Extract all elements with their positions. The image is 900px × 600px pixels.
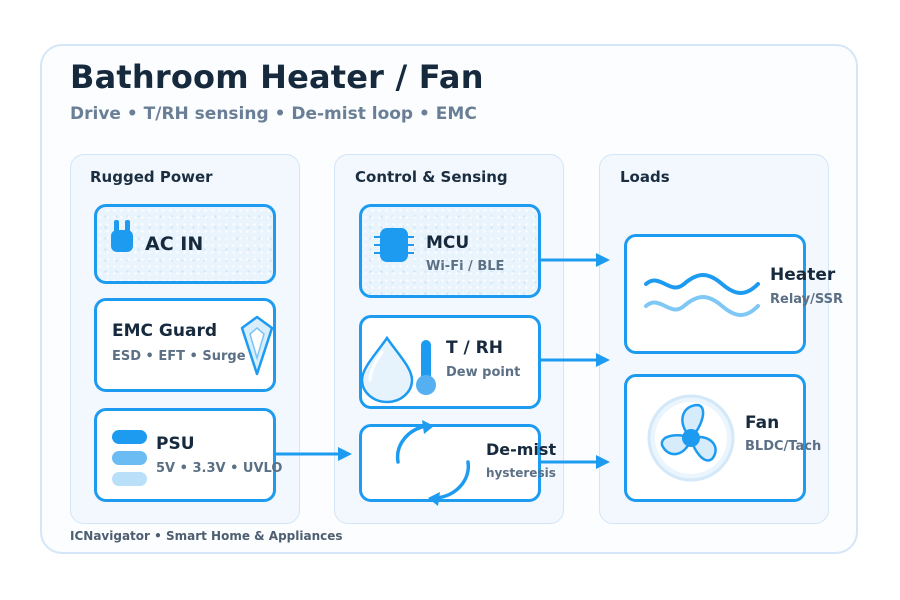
de-mist-label: De-mist (486, 440, 557, 459)
emc-guard-sub: ESD • EFT • Surge (112, 349, 246, 364)
heater-label: Heater (770, 265, 836, 285)
footer-credit: ICNavigator • Smart Home & Appliances (70, 529, 343, 543)
mcu-sub: Wi-Fi / BLE (426, 259, 505, 274)
fan-icon (647, 394, 735, 482)
power-rails-icon (112, 430, 147, 486)
droplet-thermometer-icon (360, 335, 436, 404)
de-mist-sub: hysteresis (486, 466, 556, 480)
shield-diamond-icon (240, 315, 274, 376)
chip-icon (374, 228, 414, 262)
block-ac-in[interactable] (94, 204, 276, 284)
t-rh-label: T / RH (446, 338, 503, 358)
block-heater[interactable] (624, 234, 806, 354)
psu-sub: 5V • 3.3V • UVLO (156, 461, 283, 476)
fan-label: Fan (745, 413, 780, 433)
fan-sub: BLDC/Tach (745, 439, 822, 454)
psu-label: PSU (156, 434, 195, 454)
heater-sub: Relay/SSR (770, 292, 844, 307)
block-emc-guard[interactable] (94, 298, 276, 392)
emc-guard-label: EMC Guard (112, 321, 218, 341)
mcu-label: MCU (426, 233, 470, 253)
block-de-mist[interactable] (359, 424, 541, 502)
column-title-loads: Loads (620, 168, 670, 186)
ac-in-label: AC IN (145, 233, 204, 255)
column-title-rugged-power: Rugged Power (90, 168, 213, 186)
page-title: Bathroom Heater / Fan (70, 58, 484, 96)
heat-waves-icon (644, 273, 760, 317)
plug-icon (111, 220, 133, 252)
page-subtitle: Drive • T/RH sensing • De-mist loop • EM… (70, 104, 477, 124)
loop-arrows-icon (395, 420, 471, 506)
t-rh-sub: Dew point (446, 365, 521, 380)
column-title-control-sensing: Control & Sensing (355, 168, 508, 186)
